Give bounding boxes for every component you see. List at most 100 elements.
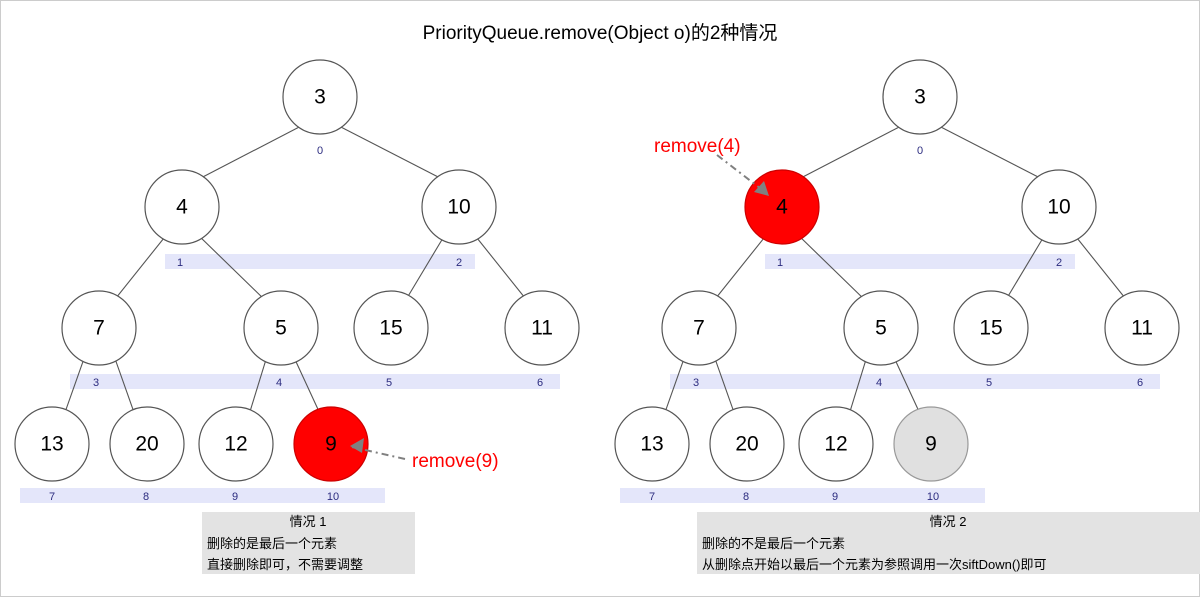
node-circle-greyed — [893, 406, 969, 482]
node-circle — [14, 406, 90, 482]
node-value: 3 — [314, 86, 326, 109]
node-value: 7 — [93, 317, 105, 340]
remove-callout-left: remove(9) — [412, 451, 499, 472]
node-value: 13 — [640, 433, 663, 456]
node-value: 11 — [1131, 317, 1153, 340]
caption-line-right-2: 从删除点开始以最后一个元素为参照调用一次siftDown()即可 — [702, 557, 1047, 572]
node-right-3[interactable]: 7 — [661, 290, 737, 366]
node-value: 10 — [1047, 196, 1070, 219]
node-circle — [1021, 169, 1097, 245]
node-index: 4 — [276, 377, 282, 389]
caption-line-left-1: 删除的是最后一个元素 — [207, 536, 337, 551]
caption-heading-left: 情况 1 — [290, 514, 327, 529]
node-index: 1 — [777, 257, 783, 269]
node-right-5[interactable]: 15 — [953, 290, 1029, 366]
node-right-0[interactable]: 3 — [882, 59, 958, 135]
node-circle — [504, 290, 580, 366]
node-value: 15 — [979, 317, 1002, 340]
node-value: 4 — [776, 196, 788, 219]
index-band-row3-left — [70, 374, 560, 389]
node-left-6[interactable]: 11 — [504, 290, 580, 366]
node-right-4[interactable]: 5 — [843, 290, 919, 366]
node-right-2[interactable]: 10 — [1021, 169, 1097, 245]
caption-box-right — [697, 512, 1200, 574]
node-index: 0 — [317, 145, 323, 157]
node-value: 5 — [875, 317, 887, 340]
node-index: 10 — [327, 491, 339, 503]
node-index: 3 — [693, 377, 699, 389]
node-left-1[interactable]: 4 — [144, 169, 220, 245]
edge-1-3-right — [711, 232, 769, 304]
remove-arrow-right — [716, 154, 766, 193]
node-index: 8 — [143, 491, 149, 503]
node-right-10[interactable]: 9 — [893, 406, 969, 482]
edge-4-9-right — [847, 352, 869, 419]
node-circle — [1104, 290, 1180, 366]
edge-3-7-right — [662, 352, 687, 419]
edge-2-6-left — [472, 232, 530, 304]
index-band-row4-right — [620, 488, 985, 503]
node-right-7[interactable]: 13 — [614, 406, 690, 482]
node-circle — [661, 290, 737, 366]
node-value: 15 — [379, 317, 402, 340]
edge-3-8-right — [712, 352, 737, 419]
node-index: 2 — [456, 257, 462, 269]
node-index: 9 — [832, 491, 838, 503]
node-index: 7 — [649, 491, 655, 503]
node-circle — [109, 406, 185, 482]
remove-arrowhead-right — [754, 181, 769, 196]
node-value: 7 — [693, 317, 705, 340]
node-circle — [798, 406, 874, 482]
node-right-6[interactable]: 11 — [1104, 290, 1180, 366]
node-left-3[interactable]: 7 — [61, 290, 137, 366]
node-left-4[interactable]: 5 — [243, 290, 319, 366]
node-index: 2 — [1056, 257, 1062, 269]
node-circle — [61, 290, 137, 366]
node-circle-highlighted — [293, 406, 369, 482]
edge-4-10-right — [891, 352, 923, 419]
node-left-10[interactable]: 9 — [293, 406, 369, 482]
edge-1-4-left — [195, 232, 269, 304]
edge-3-7-left — [62, 352, 87, 419]
node-left-5[interactable]: 15 — [353, 290, 429, 366]
node-index: 6 — [537, 377, 543, 389]
node-right-1[interactable]: 4 — [744, 169, 820, 245]
node-index: 1 — [177, 257, 183, 269]
index-band-row3-right — [670, 374, 1160, 389]
node-value: 12 — [824, 433, 847, 456]
node-value: 4 — [176, 196, 188, 219]
remove-arrowhead-left — [350, 438, 364, 453]
node-index: 4 — [876, 377, 882, 389]
node-index: 5 — [386, 377, 392, 389]
edge-4-9-left — [247, 352, 269, 419]
edge-2-5-left — [403, 232, 447, 304]
node-left-7[interactable]: 13 — [14, 406, 90, 482]
node-right-8[interactable]: 20 — [709, 406, 785, 482]
node-circle — [882, 59, 958, 135]
node-value: 9 — [925, 433, 937, 456]
caption-line-right-1: 删除的不是最后一个元素 — [702, 536, 845, 551]
edge-2-6-right — [1072, 232, 1130, 304]
node-left-9[interactable]: 12 — [198, 406, 274, 482]
page-title: PriorityQueue.remove(Object o)的2种情况 — [422, 23, 778, 44]
node-right-9[interactable]: 12 — [798, 406, 874, 482]
node-index: 3 — [93, 377, 99, 389]
edge-0-2-right — [934, 123, 1045, 181]
node-index: 10 — [927, 491, 939, 503]
index-band-row2-left — [165, 254, 475, 269]
node-left-2[interactable]: 10 — [421, 169, 497, 245]
node-index: 6 — [1137, 377, 1143, 389]
node-value: 5 — [275, 317, 287, 340]
node-circle — [843, 290, 919, 366]
node-circle — [614, 406, 690, 482]
edge-3-8-left — [112, 352, 137, 419]
node-left-0[interactable]: 3 — [282, 59, 358, 135]
edge-0-2-left — [334, 123, 445, 181]
edge-1-4-right — [795, 232, 869, 304]
edge-4-10-left — [291, 352, 323, 419]
tree-left: 3 0 4 1 10 2 7 3 5 4 15 5 11 — [14, 59, 580, 574]
node-index: 5 — [986, 377, 992, 389]
node-left-8[interactable]: 20 — [109, 406, 185, 482]
node-circle — [421, 169, 497, 245]
node-value: 20 — [135, 433, 158, 456]
